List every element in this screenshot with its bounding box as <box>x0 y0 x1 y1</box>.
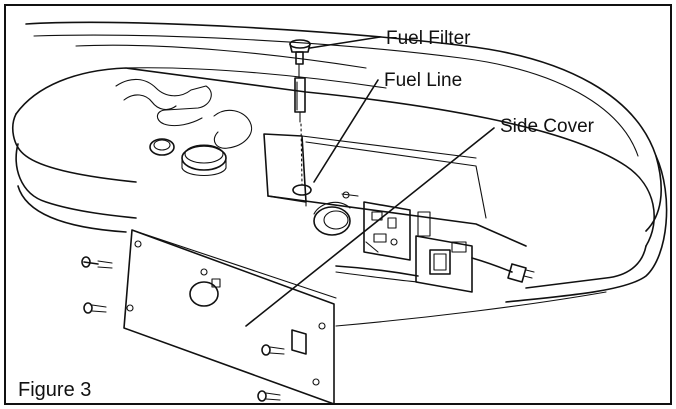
figure-caption: Figure 3 <box>18 379 91 401</box>
fuel-line-hole <box>292 184 312 196</box>
screw <box>83 302 107 314</box>
power-cord <box>471 257 535 283</box>
fuel-cap <box>181 144 227 177</box>
side-cover-panel <box>123 229 337 403</box>
internal-components <box>313 191 473 293</box>
fuel-line-label: Fuel Line <box>384 70 462 91</box>
top-grille-cutouts <box>115 78 252 149</box>
side-cover-label: Side Cover <box>500 116 595 137</box>
screw <box>261 344 285 356</box>
heater-body <box>12 21 668 327</box>
fuel-gauge <box>149 138 175 156</box>
side-compartment <box>263 133 527 247</box>
callout-lines <box>245 36 495 327</box>
screw <box>81 256 113 269</box>
fuel-filter-label: Fuel Filter <box>386 28 471 49</box>
screw <box>257 390 281 402</box>
fuel-filter <box>289 39 311 185</box>
figure-frame: Fuel Filter Fuel Line Side Cover Figure … <box>4 4 672 405</box>
screws <box>81 256 285 402</box>
heater-diagram: Fuel Filter Fuel Line Side Cover Figure … <box>12 21 668 403</box>
